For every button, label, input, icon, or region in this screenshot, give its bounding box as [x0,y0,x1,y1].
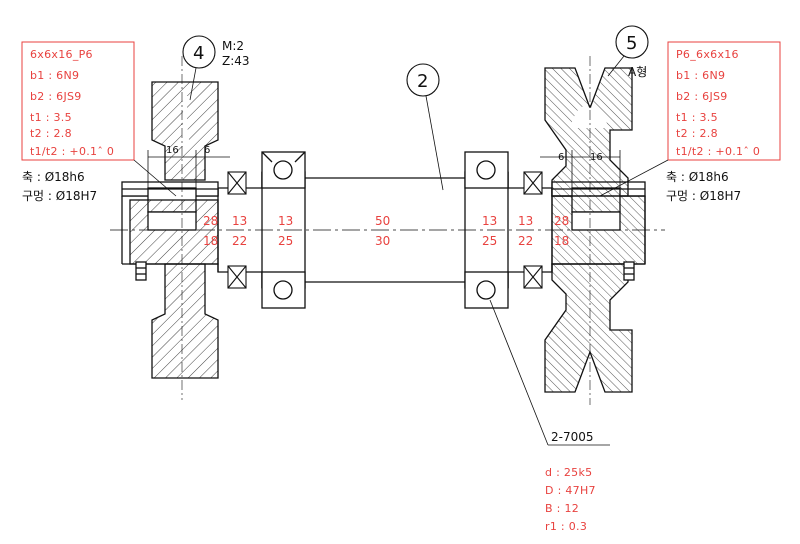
bearing-B: B : 12 [545,502,579,515]
pulley-balloon [615,25,649,59]
step-diameter: 25 [482,234,497,248]
gear-section [129,56,219,400]
bearing-d: d : 25k5 [545,466,592,479]
pulley-balloon-number: 5 [626,33,637,54]
gear-balloon [182,35,216,69]
bearing-leader [489,299,549,446]
gear-balloon-number: 4 [193,43,204,64]
pulley-type: A형 [628,65,647,79]
left-key-tt: t1/t2 : +0.1ˆ 0 [30,145,114,158]
right-key-t2: t2 : 2.8 [676,127,718,140]
left-key-t2: t2 : 2.8 [30,127,72,140]
step-length: 28 [203,214,218,228]
spacers [227,171,543,289]
step-length-labels: 28 13 13 50 13 13 28 [203,214,569,228]
right-shaft-fit: 축 : Ø18h6 [666,170,729,184]
step-length: 13 [278,214,293,228]
right-key-t1: t1 : 3.5 [676,111,718,124]
left-key-gap: 6 [204,145,210,156]
right-bearing [464,151,509,309]
step-diameter: 18 [203,234,218,248]
step-diameter: 30 [375,234,390,248]
bearing-r1: r1 : 0.3 [545,520,587,533]
shaft-balloon-leader [425,95,444,191]
key-dimension-lines [147,150,621,188]
step-diameter: 18 [554,234,569,248]
step-length: 28 [554,214,569,228]
pulley-section [544,56,646,405]
bearing-D: D : 47H7 [545,484,596,497]
right-key-b1: b1 : 6N9 [676,69,725,82]
right-hole-fit: 구멍 : Ø18H7 [666,189,741,203]
left-key-length: 16 [166,145,179,156]
left-hole-fit: 구멍 : Ø18H7 [22,189,97,203]
left-shaft-fit: 축 : Ø18h6 [22,170,85,184]
step-diameter: 25 [278,234,293,248]
step-diameter: 22 [518,234,533,248]
right-key-b2: b2 : 6JS9 [676,90,728,103]
right-key-gap: 6 [558,152,564,163]
right-key-leader [599,159,669,197]
step-length: 13 [232,214,247,228]
step-diameter: 22 [232,234,247,248]
left-bearing [261,151,306,309]
gear-balloon-leader [189,67,197,101]
left-key-t1: t1 : 3.5 [30,111,72,124]
left-key-b2: b2 : 6JS9 [30,90,82,103]
step-length: 13 [482,214,497,228]
pulley-balloon-leader [607,55,625,77]
right-key-table [667,41,781,161]
left-key-table [21,41,135,161]
bearing-label: 2-7005 [551,430,594,444]
step-diameter-labels: 18 22 25 30 25 22 18 [203,234,569,248]
gear-teeth: Z:43 [222,54,250,68]
shaft-balloon [406,63,440,97]
step-length: 50 [375,214,390,228]
left-key-title: 6x6x16_P6 [30,48,93,61]
gear-module: M:2 [222,39,244,53]
right-key-title: P6_6x6x16 [676,48,739,61]
step-length: 13 [518,214,533,228]
shaft-balloon-number: 2 [417,71,428,92]
right-key-tt: t1/t2 : +0.1ˆ 0 [676,145,760,158]
left-key-b1: b1 : 6N9 [30,69,79,82]
left-key-leader [133,159,177,197]
right-key-length: 16 [590,152,603,163]
